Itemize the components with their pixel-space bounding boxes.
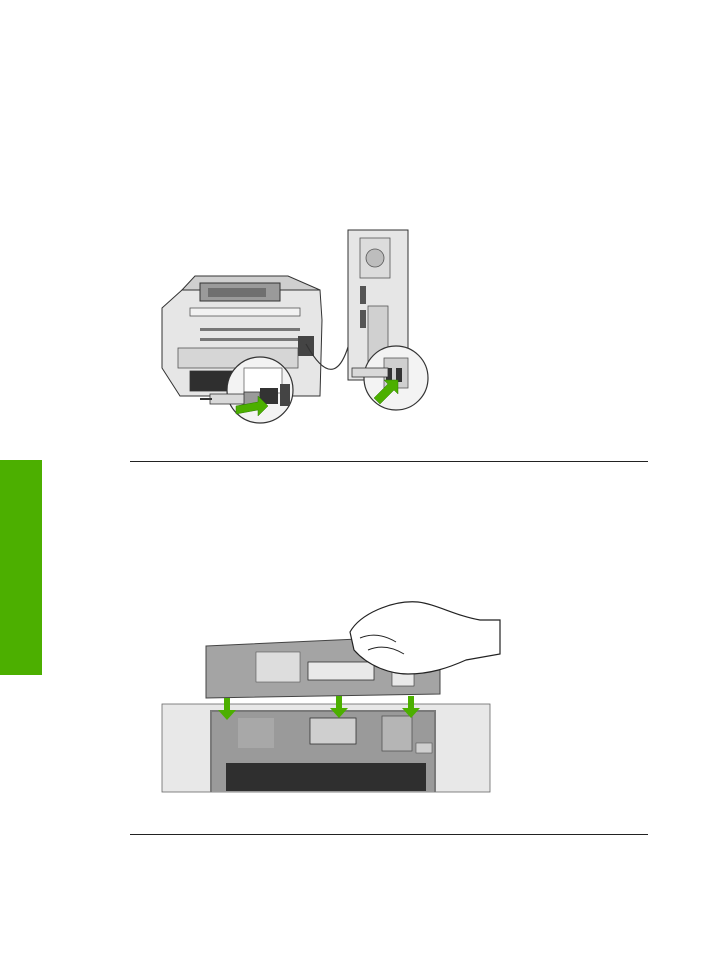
device-control-panel [238,715,433,754]
green-arrow-icon [373,379,399,405]
section-divider [130,461,648,462]
usb-illustration-svg [161,229,429,424]
overlay-illustration-svg [161,601,501,793]
section-divider [130,834,648,835]
usb-cable-connection-figure [160,228,435,424]
control-panel-overlay-figure [160,598,510,794]
green-arrow-down-icon [218,696,420,720]
green-arrow-icon [235,395,269,417]
chapter-side-tab [0,460,42,675]
hand-icon [349,601,501,675]
